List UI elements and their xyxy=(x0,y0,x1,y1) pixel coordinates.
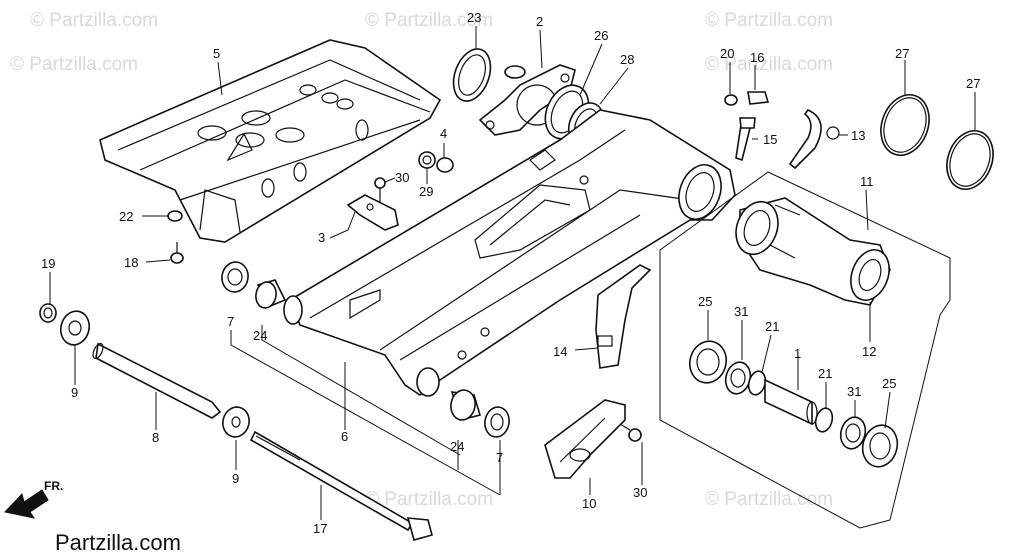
callout-label: 14 xyxy=(553,344,567,359)
watermarks: © Partzilla.com © Partzilla.com © Partzi… xyxy=(10,10,833,510)
callout-label: 21 xyxy=(818,366,832,381)
callout-label: 28 xyxy=(620,52,634,67)
callout-label: 27 xyxy=(895,46,909,61)
callout-label: 31 xyxy=(734,304,748,319)
part-14-chain-slider xyxy=(595,264,652,369)
part-31-bearing-right xyxy=(839,416,867,450)
part-24-bearing-right xyxy=(450,389,482,421)
callout-label: 26 xyxy=(594,28,608,43)
part-7-seal-left xyxy=(221,261,249,293)
part-9-seal-left xyxy=(59,310,91,346)
callout-label: 15 xyxy=(763,132,777,147)
part-27-oring-a xyxy=(880,94,930,156)
watermark-text: © Partzilla.com xyxy=(30,10,158,31)
callout-label: 20 xyxy=(720,46,734,61)
callout-label: 24 xyxy=(253,328,267,343)
watermark-text: © Partzilla.com xyxy=(365,10,493,31)
watermark-text: © Partzilla.com xyxy=(365,489,493,510)
part-22-washer xyxy=(167,210,183,222)
part-15-bolt xyxy=(735,117,756,162)
callout-label: 22 xyxy=(119,209,133,224)
part-6-swingarm xyxy=(283,109,736,397)
front-marker-label: FR. xyxy=(44,479,63,493)
part-29-washer xyxy=(418,151,436,169)
callout-label: 17 xyxy=(313,521,327,536)
part-3-clamp xyxy=(346,194,399,231)
watermark-text: © Partzilla.com xyxy=(705,489,833,510)
callout-label: 8 xyxy=(152,430,159,445)
callout-label: 3 xyxy=(318,230,325,245)
part-27-oring-b xyxy=(946,130,994,190)
part-24-bearing-left xyxy=(255,279,287,309)
callout-label: 30 xyxy=(633,485,647,500)
brand-logo-text: Partzilla.com xyxy=(55,530,181,555)
part-10-chain-guide xyxy=(544,399,626,479)
callout-label: 30 xyxy=(395,170,409,185)
callout-label: 29 xyxy=(419,184,433,199)
callout-label: 18 xyxy=(124,255,138,270)
part-17-pivot-bolt xyxy=(249,430,433,541)
part-25-seal-left xyxy=(688,340,728,384)
assembly-outline xyxy=(659,171,951,529)
part-30-bolt-lower xyxy=(619,423,642,442)
front-arrow: FR. xyxy=(4,479,63,519)
watermark-text: © Partzilla.com xyxy=(705,10,833,31)
callout-label: 27 xyxy=(966,76,980,91)
part-18-bolt xyxy=(170,242,184,264)
callout-label: 19 xyxy=(41,256,55,271)
part-21-clip-right xyxy=(814,407,834,433)
callout-label: 31 xyxy=(847,384,861,399)
callout-label: 9 xyxy=(232,471,239,486)
front-arrow-icon xyxy=(4,489,49,519)
part-13-adjuster xyxy=(788,109,840,170)
watermark-text: © Partzilla.com xyxy=(10,54,138,75)
callout-label: 12 xyxy=(862,344,876,359)
callout-label: 25 xyxy=(698,294,712,309)
callout-label: 7 xyxy=(496,450,503,465)
callout-label: 21 xyxy=(765,319,779,334)
callout-label: 16 xyxy=(750,50,764,65)
part-1-spacer xyxy=(764,378,818,426)
part-19-cap xyxy=(39,303,57,323)
callout-label: 5 xyxy=(213,46,220,61)
callout-label: 25 xyxy=(882,376,896,391)
callout-label: 6 xyxy=(341,429,348,444)
part-16-nut xyxy=(747,91,770,105)
callout-label: 24 xyxy=(450,439,464,454)
callout-label: 1 xyxy=(794,346,801,361)
callout-label: 2 xyxy=(536,14,543,29)
callout-label: 11 xyxy=(860,174,874,189)
part-8-pivot-shaft xyxy=(92,342,222,419)
part-11-eccentric-hub xyxy=(735,197,891,306)
callout-label: 10 xyxy=(582,496,596,511)
callout-label: 4 xyxy=(440,126,447,141)
part-7-seal-right xyxy=(484,406,510,438)
watermark-text: © Partzilla.com xyxy=(705,54,833,75)
part-4-collar xyxy=(436,157,454,173)
callout-label: 7 xyxy=(227,314,234,329)
part-30-bolt-upper xyxy=(374,177,386,205)
part-5-fender-tray xyxy=(99,39,442,243)
callout-label: 23 xyxy=(467,10,481,25)
callout-labels: 23 2 26 28 5 4 30 29 3 22 18 19 7 24 9 8… xyxy=(41,10,980,536)
callout-label: 13 xyxy=(851,128,865,143)
callout-label: 9 xyxy=(71,385,78,400)
leader-lines xyxy=(49,26,976,520)
part-23-circlip xyxy=(452,48,492,102)
part-20-nut xyxy=(724,94,738,106)
part-9-washer-center xyxy=(222,406,250,438)
part-2-bracket xyxy=(478,64,576,136)
